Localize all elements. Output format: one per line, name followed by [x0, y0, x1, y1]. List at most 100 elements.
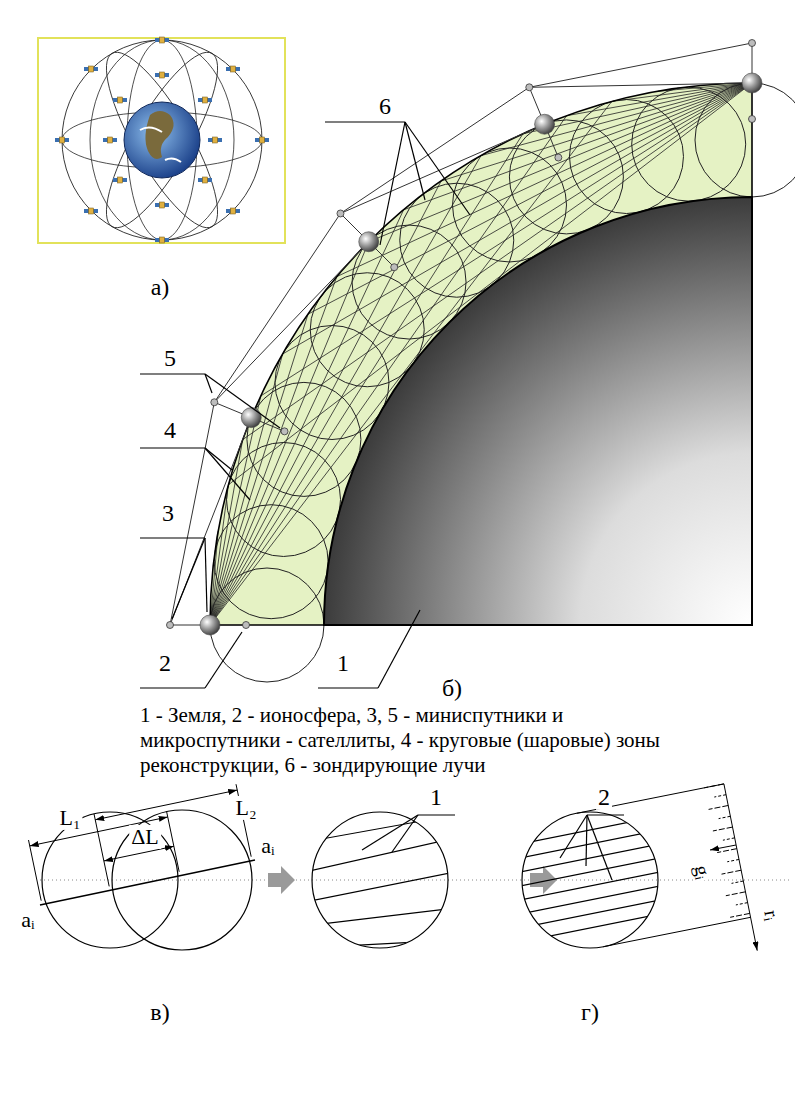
- satellite-icon: [160, 237, 165, 243]
- satellite-icon: [160, 202, 165, 208]
- satellite-icon: [226, 67, 240, 71]
- leader-line: [205, 374, 280, 428]
- constellation-picture: [38, 38, 285, 243]
- leader-line: [140, 537, 205, 538]
- dimension-label: L₁: [57, 806, 82, 830]
- satellite-link: [170, 43, 752, 625]
- reconstruction-zone: [509, 120, 623, 234]
- micro-satellite: [211, 399, 218, 406]
- callout-number: 1: [428, 784, 444, 810]
- probing-ray: [210, 277, 337, 625]
- dimension-line: [29, 784, 252, 901]
- satellite-icon: [155, 203, 169, 207]
- axis-label: rᵢ: [760, 906, 784, 924]
- ruler-scale: [727, 859, 739, 861]
- satellite-icon: [226, 66, 240, 72]
- zone-circle: [112, 810, 252, 950]
- constellation-picture: [90, 40, 234, 240]
- callout-number: 4: [162, 417, 178, 443]
- satellite-icon: [226, 208, 240, 214]
- satellite-icon: [89, 66, 94, 72]
- satellite-icon: [255, 138, 269, 142]
- probing-ray: [210, 354, 283, 625]
- callout-number: 5: [162, 345, 178, 371]
- leader-line: [362, 815, 624, 880]
- ray-segment: [515, 857, 665, 887]
- leader-line: [418, 814, 455, 815]
- ray-segment: [305, 838, 455, 872]
- leader-line: [380, 122, 405, 245]
- leader-line: [378, 610, 420, 688]
- ray-segment: [515, 815, 665, 943]
- constellation-picture: [140, 127, 181, 162]
- ruler-scale: [603, 917, 750, 946]
- satellite-icon: [60, 137, 65, 143]
- satellite-icon: [208, 138, 222, 142]
- constellation-picture: [88, 39, 236, 240]
- satellite-icon: [84, 209, 98, 213]
- mini-satellite: [241, 408, 261, 428]
- leader-line: [587, 814, 624, 815]
- probing-ray: [441, 83, 752, 181]
- ray-segment: [515, 815, 665, 845]
- ray-segment: [515, 899, 665, 929]
- probing-ray: [210, 83, 752, 625]
- dimension-line: [95, 790, 237, 820]
- satellite-icon: [84, 66, 98, 72]
- satellite-icon: [160, 37, 165, 43]
- ionosphere-band: [210, 83, 752, 625]
- micro-satellite: [167, 40, 756, 629]
- probing-ray: [523, 83, 752, 134]
- satellite-icon: [226, 209, 240, 213]
- micro-satellite: [526, 84, 533, 91]
- constellation-picture: [124, 102, 200, 178]
- zone-circle: [312, 812, 448, 948]
- micro-satellite: [281, 428, 288, 435]
- satellite-link: [170, 418, 251, 625]
- panel-label: г): [579, 999, 601, 1025]
- satellite-icon: [155, 238, 169, 242]
- micro-satellite: [555, 154, 562, 161]
- satellite-icon: [260, 137, 265, 143]
- dimension-line: [29, 840, 42, 901]
- ruler-scale: [577, 784, 724, 813]
- panel-label: б): [440, 675, 464, 701]
- ray-segment: [305, 908, 455, 926]
- ray-segment: [515, 829, 665, 859]
- dimension-label: ΔL: [129, 825, 161, 849]
- satellite-icon: [118, 97, 123, 103]
- ray-segment: [305, 940, 455, 948]
- satellite-icon: [198, 177, 212, 183]
- constellation-picture: [145, 111, 173, 159]
- ruler-scale: [577, 784, 758, 951]
- ruler-scale: [736, 903, 748, 905]
- satellite-icon: [198, 98, 212, 102]
- satellite-icon: [113, 177, 127, 183]
- micro-satellite: [243, 622, 250, 629]
- constellation-picture: [88, 39, 236, 240]
- micro-satellite: [167, 622, 174, 629]
- mini-satellite: [742, 73, 762, 93]
- dimension-line: [167, 811, 180, 872]
- reconstruction-zone: [632, 87, 746, 201]
- satellite-icon: [203, 177, 208, 183]
- band-border: [210, 83, 752, 625]
- ray-segment: [515, 885, 665, 915]
- figure-caption: 1 - Земля, 2 - ионосфера, 3, 5 - миниспу…: [140, 703, 660, 779]
- satellite-icon: [231, 66, 236, 72]
- reconstruction-zone: [310, 273, 424, 387]
- earth-quadrant: [324, 197, 752, 625]
- micro-satellite: [391, 264, 398, 271]
- leader-line: [405, 122, 470, 215]
- ruler-scale: [704, 784, 724, 788]
- ionosphere-band: [210, 83, 752, 625]
- leader-line: [362, 815, 418, 850]
- ruler-scale: [724, 784, 757, 951]
- satellite-link: [529, 87, 558, 157]
- satellite-icon: [103, 137, 117, 143]
- callout-number: 2: [596, 784, 612, 810]
- leader-line: [140, 122, 470, 688]
- ray-segment: [515, 871, 665, 901]
- leader-line: [405, 122, 425, 200]
- probing-ray: [404, 83, 752, 210]
